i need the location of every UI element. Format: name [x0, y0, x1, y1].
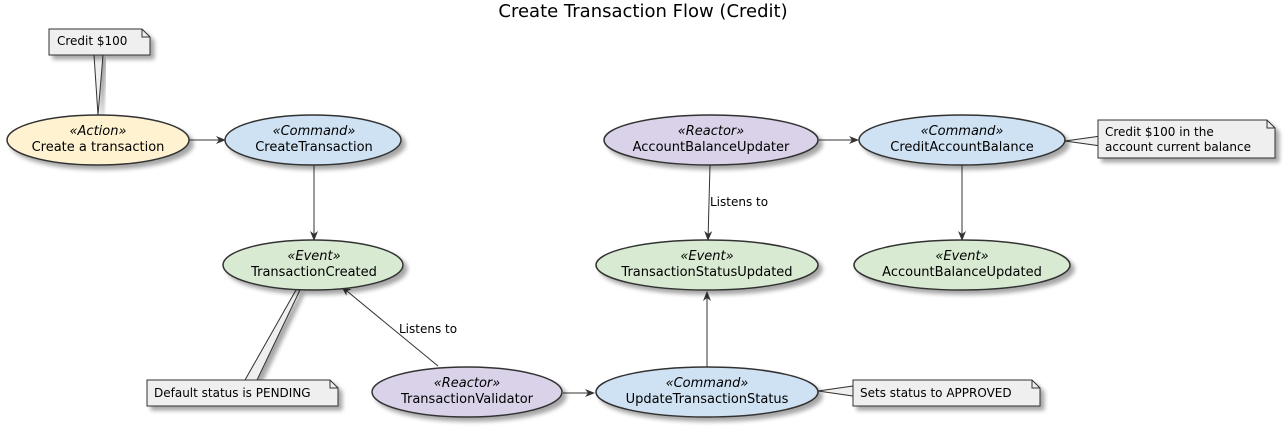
note-credit100-fold: [141, 29, 150, 38]
node-name: AccountBalanceUpdater: [632, 140, 790, 155]
note-connector-pending: [244, 289, 301, 381]
node-stereotype: «Reactor»: [677, 124, 745, 139]
edge-label-listens-validator: Listens to: [399, 322, 458, 336]
node-stereotype: «Event»: [287, 249, 341, 264]
node-stereotype: «Event»: [680, 249, 734, 264]
note-pending-text: Default status is PENDING: [154, 386, 311, 400]
note-pending: [146, 379, 339, 407]
node-balance-updated[interactable]: «Event» AccountBalanceUpdated: [854, 240, 1070, 290]
node-update-status-shape: [595, 366, 819, 418]
node-action-create-shape: [6, 114, 190, 166]
node-status-updated-shape: [595, 239, 819, 291]
node-balance-updater-shape: [603, 114, 819, 166]
edge-validator-listens-to-created: [341, 286, 439, 367]
node-update-status[interactable]: «Command» UpdateTransactionStatus: [596, 367, 818, 417]
nodes: [6, 114, 1071, 418]
node-name: UpdateTransactionStatus: [625, 392, 789, 407]
node-create-command[interactable]: «Command» CreateTransaction: [226, 115, 402, 165]
node-validator[interactable]: «Reactor» TransactionValidator: [372, 367, 562, 417]
node-name: TransactionStatusUpdated: [621, 265, 793, 280]
node-stereotype: «Command»: [920, 124, 1004, 139]
note-credit-balance-fold: [1266, 120, 1275, 129]
node-action-create[interactable]: «Action» Create a transaction: [8, 115, 188, 165]
note-credit-balance-line1: Credit $100 in the: [1105, 125, 1214, 139]
node-stereotype: «Action»: [69, 124, 127, 139]
node-created-event-shape: [222, 239, 404, 291]
node-name: CreateTransaction: [255, 140, 373, 155]
node-stereotype: «Event»: [935, 249, 989, 264]
note-connector-credit100: [93, 54, 104, 116]
edge-balance-updater-listens-to-status-updated: [704, 164, 713, 241]
diagram-title: Create Transaction Flow (Credit): [498, 1, 788, 22]
node-status-updated[interactable]: «Event» TransactionStatusUpdated: [596, 240, 818, 290]
node-name: AccountBalanceUpdated: [882, 265, 1042, 280]
node-stereotype: «Reactor»: [433, 376, 501, 391]
node-credit-command[interactable]: «Command» CreditAccountBalance: [859, 115, 1065, 165]
edge-label-listens-balance: Listens to: [710, 195, 769, 209]
node-validator-shape: [371, 366, 563, 418]
note-credit-balance: [1097, 119, 1276, 159]
node-create-command-shape: [224, 114, 402, 166]
note-credit-balance-line2: account current balance: [1105, 140, 1251, 154]
node-name: TransactionCreated: [251, 265, 377, 280]
node-stereotype: «Command»: [665, 376, 749, 391]
note-connectors: [93, 54, 1102, 397]
edges: [188, 136, 966, 397]
notes: [48, 28, 1276, 407]
note-approved-fold: [1031, 380, 1040, 389]
note-approved: [852, 379, 1041, 407]
node-name: TransactionValidator: [400, 392, 534, 407]
note-credit100-text: Credit $100: [57, 34, 128, 48]
note-credit100: [48, 28, 151, 56]
node-credit-command-shape: [858, 114, 1066, 166]
node-balance-updater[interactable]: «Reactor» AccountBalanceUpdater: [604, 115, 818, 165]
node-name: CreditAccountBalance: [890, 140, 1034, 155]
note-connector-approved: [817, 385, 854, 397]
note-pending-fold: [329, 380, 338, 389]
node-name: Create a transaction: [31, 140, 165, 155]
note-approved-text: Sets status to APPROVED: [860, 386, 1012, 400]
node-balance-updated-shape: [853, 239, 1071, 291]
node-created-event[interactable]: «Event» TransactionCreated: [224, 240, 404, 290]
note-connector-credit-balance: [1064, 135, 1102, 147]
node-stereotype: «Command»: [272, 124, 356, 139]
